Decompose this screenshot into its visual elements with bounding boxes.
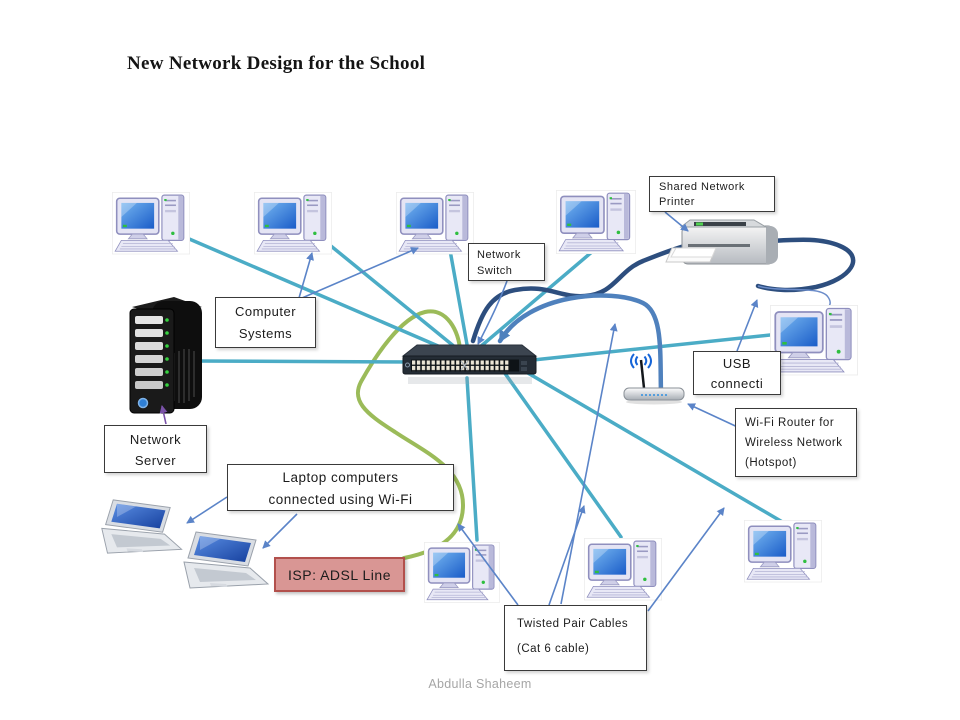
arrow-twisted-label-4 (560, 323, 618, 605)
desktop-computer-icon (743, 519, 823, 583)
cable-switch-to-bottom-right-desktop (519, 367, 793, 529)
cable-desktop3-to-switch (446, 237, 470, 352)
cable-desktop2-to-switch (313, 231, 463, 354)
twisted-pair-label: Twisted Pair Cables (Cat 6 cable) (504, 605, 647, 671)
arrow-computer-systems-to-desktop2 (298, 252, 314, 299)
desktop-computer-icon (395, 191, 475, 255)
label-line: USB (722, 356, 752, 371)
arrow-computer-systems-to-desktop3 (301, 247, 419, 299)
author-name: Abdulla Shaheem (428, 677, 532, 691)
desktop-computer-icon (253, 191, 333, 255)
wifi-router-icon (623, 353, 685, 405)
label-line: Computer (234, 304, 297, 319)
desktop-computer-icon (111, 191, 191, 255)
page-title: New Network Design for the School (127, 53, 426, 74)
desktop-computer-icon (769, 304, 859, 376)
usb-connection-label: USB connecti (693, 351, 781, 395)
desktop-computer-icon (423, 541, 501, 604)
server-tower-icon (129, 297, 202, 414)
arrow-usb-label-to-cable (736, 299, 759, 352)
arrow-server-label-to-server (159, 405, 168, 425)
label-line: Switch (477, 265, 513, 277)
network-server-label: Network Server (104, 425, 207, 473)
label-line: Network (477, 249, 521, 261)
label-line: (Cat 6 cable) (517, 643, 590, 655)
arrow-printer-label-to-printer (664, 211, 689, 232)
cable-router-to-switch (497, 293, 664, 397)
laptop-icon (101, 499, 183, 554)
arrow-switch-label-to-switch (477, 280, 508, 345)
arrow-wifi-label-to-router (687, 403, 745, 431)
desktop-computer-icon (555, 189, 637, 255)
isp-adsl-label: ISP: ADSL Line (274, 557, 405, 592)
cable-switch-to-bottom-left-desktop (465, 376, 479, 542)
shared-printer-label: Shared Network Printer (649, 176, 775, 212)
wifi-router-label: Wi-Fi Router for Wireless Network (Hotsp… (735, 408, 857, 477)
label-line: ISP: ADSL Line (288, 567, 391, 583)
label-line: Wi-Fi Router for (745, 417, 835, 429)
arrow-laptop-label-to-laptop1 (186, 496, 228, 524)
label-line: Wireless Network (745, 437, 843, 449)
label-line: Twisted Pair Cables (517, 618, 629, 630)
laptops-wifi-label: Laptop computers connected using Wi-Fi (227, 464, 454, 511)
label-line: Network (129, 432, 182, 447)
cable-adsl-line (355, 309, 466, 560)
label-line: connected using Wi-Fi (268, 492, 413, 507)
label-line: Systems (238, 326, 293, 341)
arrow-twisted-label-1 (457, 523, 519, 606)
arrow-twisted-label-3 (647, 507, 725, 612)
label-line: Shared Network (659, 181, 745, 193)
annotation-arrows (159, 211, 759, 612)
label-line: Printer (659, 196, 695, 208)
label-line: Server (134, 453, 177, 468)
devices (101, 189, 859, 604)
cable-server-to-switch (194, 359, 418, 364)
cable-desktop1-to-switch (178, 233, 454, 354)
network-switch-icon (401, 344, 538, 384)
network-switch-label: Network Switch (468, 243, 545, 281)
network-cables (178, 231, 856, 560)
arrow-laptop-label-to-laptop2 (262, 513, 298, 549)
printer-icon (665, 219, 778, 265)
cable-switch-to-bottom-middle-desktop (502, 370, 623, 539)
label-line: (Hotspot) (745, 457, 797, 469)
label-line: connecti (710, 376, 764, 391)
computer-systems-label: Computer Systems (215, 297, 316, 348)
label-line: Laptop computers (282, 470, 399, 485)
arrow-twisted-label-2 (548, 505, 586, 606)
laptop-icon (183, 531, 269, 589)
cable-desktop4-to-switch (478, 249, 595, 349)
desktop-computer-icon (583, 537, 663, 601)
